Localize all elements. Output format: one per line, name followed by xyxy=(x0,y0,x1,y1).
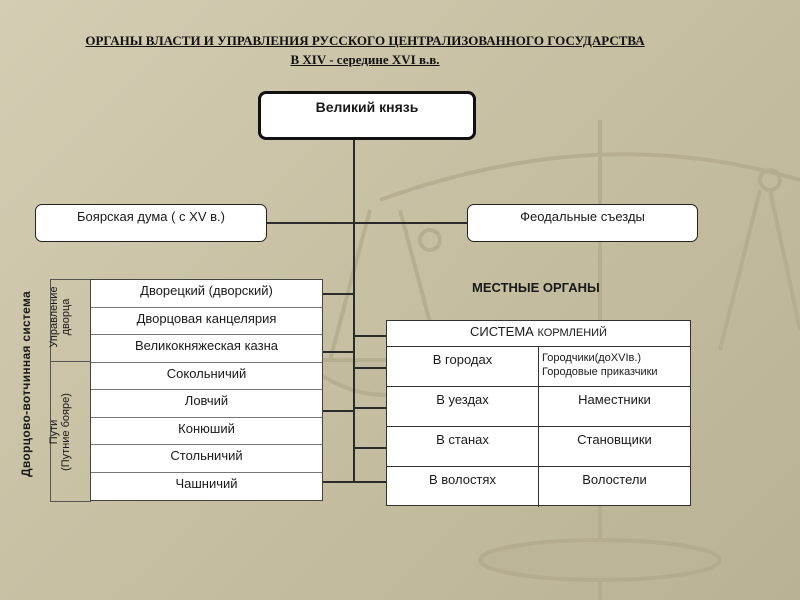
diagram-title-line1: ОРГАНЫ ВЛАСТИ И УПРАВЛЕНИЯ РУССКОГО ЦЕНТ… xyxy=(85,33,645,48)
palace-system-label: Дворцово-вотчинная система xyxy=(19,291,33,477)
table-row: В уездах Наместники xyxy=(387,387,690,427)
kormlenie-title-main: СИСТЕМА xyxy=(470,324,538,339)
palace-officials-table: Дворецкий (дворский) Дворцовая канцеляри… xyxy=(90,279,323,501)
kormlenie-table-header: СИСТЕМА КОРМЛЕНИЙ xyxy=(387,321,690,347)
kormlenie-title-small: КОРМЛЕНИЙ xyxy=(537,327,607,339)
place-cell: В городах xyxy=(387,347,539,386)
feudal-congresses-box: Феодальные съезды xyxy=(467,204,698,242)
feudal-congresses-label: Феодальные съезды xyxy=(520,209,645,224)
kormlenie-system-table: СИСТЕМА КОРМЛЕНИЙ В городах Городчики(до… xyxy=(386,320,691,507)
grand-prince-label: Великий князь xyxy=(315,99,419,115)
local-organs-label: МЕСТНЫЕ ОРГАНЫ xyxy=(472,280,600,295)
connector-to-kazna xyxy=(323,351,354,353)
official-cell: Волостели xyxy=(582,472,647,487)
place-cell: В уездах xyxy=(387,387,539,426)
palace-management-label-a: Управление xyxy=(48,286,60,348)
connector-to-puti xyxy=(323,410,354,412)
palace-management-label-b: дворца xyxy=(60,298,72,336)
connector-to-bottom-left xyxy=(323,481,354,483)
table-row: В городах Городчики(доXVIв.) Городовые п… xyxy=(387,347,690,387)
official-cell: Становщики xyxy=(577,432,652,447)
grand-prince-box: Великий князь xyxy=(258,91,476,140)
place-cell: В станах xyxy=(387,427,539,466)
left-group-separator xyxy=(50,361,91,362)
puti-label-b: (Путние бояре) xyxy=(60,393,72,471)
boyar-duma-label: Боярская дума ( с XV в.) xyxy=(77,209,225,224)
puti-label-a: Пути xyxy=(48,419,60,445)
table-row: Стольничий xyxy=(91,445,322,473)
table-row: Чашничий xyxy=(175,475,238,491)
palace-management-label: Управление дворца xyxy=(48,277,72,357)
connector-duma xyxy=(267,222,467,224)
official-line-a: Городчики(доXVIв.) xyxy=(542,352,642,364)
official-cell: Наместники xyxy=(578,392,651,407)
table-row: Конюший xyxy=(91,418,322,445)
table-row: Сокольничий xyxy=(91,363,322,390)
connector-to-dvoretsky xyxy=(323,293,354,295)
official-line-b: Городовые приказчики xyxy=(542,366,658,378)
connector-to-goroda xyxy=(354,367,386,369)
table-row: Великокняжеская казна xyxy=(91,335,322,363)
table-row: Дворцовая канцелярия xyxy=(91,308,322,335)
puti-label: Пути (Путние бояре) xyxy=(48,377,72,487)
table-row: В волостях Волостели xyxy=(387,467,690,507)
boyar-duma-box: Боярская дума ( с XV в.) xyxy=(35,204,267,242)
connector-to-volosti xyxy=(354,481,386,483)
connector-to-stany xyxy=(354,447,386,449)
diagram-title-line2: В XIV - середине XVI в.в. xyxy=(290,52,440,67)
table-row: Ловчий xyxy=(91,390,322,418)
table-row: Дворецкий (дворский) xyxy=(91,280,322,308)
connector-to-kormlenie xyxy=(354,335,386,337)
table-row: В станах Становщики xyxy=(387,427,690,467)
official-cell: Городчики(доXVIв.) Городовые приказчики xyxy=(539,347,690,386)
place-cell: В волостях xyxy=(387,467,539,507)
connector-to-uezdy xyxy=(354,407,386,409)
connector-prince-trunk xyxy=(353,140,355,482)
